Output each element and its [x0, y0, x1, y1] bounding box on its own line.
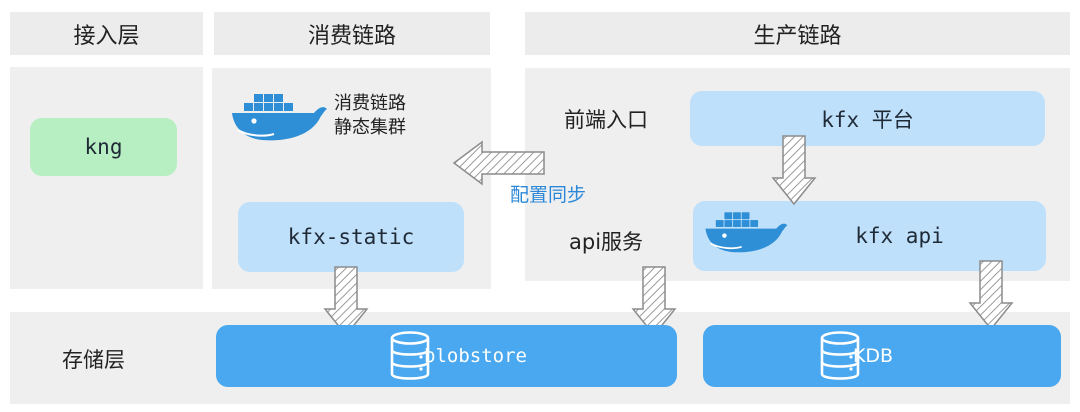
platform-to-api-arrow-icon: [771, 135, 817, 206]
kdb-node: KDB: [703, 325, 1061, 387]
header-produce-label: 生产链路: [753, 23, 842, 49]
kfx-api-docker-icon: [705, 212, 788, 253]
sync-arrow-icon: [452, 140, 545, 186]
api-to-kdb-arrow-icon: [968, 260, 1014, 331]
api-service-label: api服务: [569, 230, 644, 254]
kfx-platform-node: kfx 平台: [690, 91, 1045, 146]
kfx-static-label: kfx-static: [287, 225, 415, 249]
blobstore-node: blobstore: [216, 325, 677, 387]
blobstore-database-icon: [390, 331, 430, 380]
static-to-blobstore-arrow-icon: [323, 266, 369, 337]
cluster-label-line2: 静态集群: [334, 117, 406, 138]
header-access-layer: 接入层: [10, 12, 203, 55]
docker-whale-icon: [232, 94, 327, 141]
kdb-database-icon: [820, 331, 860, 380]
cluster-label-line1: 消费链路: [334, 93, 406, 114]
sync-label: 配置同步: [510, 184, 587, 206]
frontend-entry-label: 前端入口: [564, 108, 648, 132]
storage-layer-label: 存储层: [62, 348, 125, 372]
kfx-static-node: kfx-static: [238, 202, 464, 272]
api-service-to-blobstore-arrow-icon: [631, 266, 677, 337]
kng-node: kng: [30, 118, 177, 176]
kng-label: kng: [84, 135, 123, 159]
header-consume-label: 消费链路: [307, 23, 396, 49]
header-consume-chain: 消费链路: [214, 12, 490, 55]
header-access-label: 接入层: [73, 23, 140, 49]
blobstore-label: blobstore: [424, 345, 527, 367]
kfx-platform-label: kfx 平台: [821, 107, 914, 132]
kdb-label: KDB: [852, 345, 894, 367]
consume-cluster-label: 消费链路 静态集群: [334, 92, 444, 140]
kfx-api-label: kfx api: [855, 224, 944, 248]
access-panel: [10, 67, 203, 289]
header-produce-chain: 生产链路: [525, 12, 1070, 55]
